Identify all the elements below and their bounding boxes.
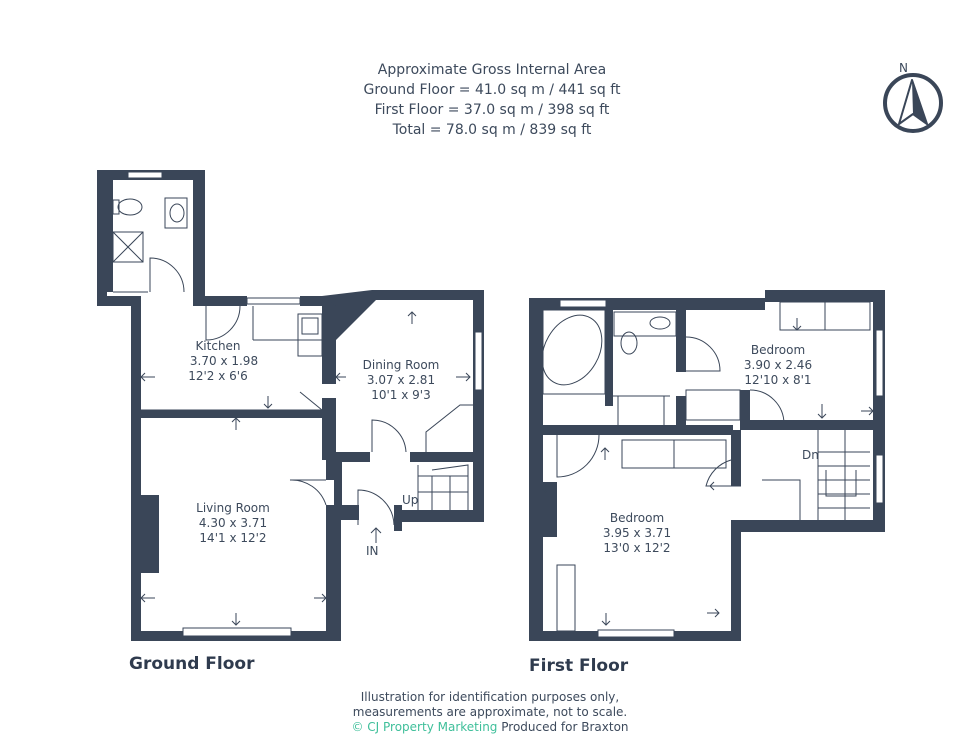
room-dining-name: Dining Room	[363, 358, 440, 372]
room-bedroom-2-imperial: 13'0 x 12'2	[603, 541, 670, 555]
footer-disclaimer-1: Illustration for identification purposes…	[360, 690, 620, 704]
footer-produced: Produced for Braxton	[501, 720, 629, 734]
area-first: First Floor = 37.0 sq m / 398 sq ft	[374, 102, 610, 118]
footer-disclaimer-2: measurements are approximate, not to sca…	[352, 705, 628, 719]
room-bedroom-1-metric: 3.90 x 2.46	[744, 358, 812, 372]
first-floor-label: First Floor	[529, 656, 629, 676]
footer-brand: © CJ Property Marketing	[351, 720, 498, 734]
room-bedroom-1-name: Bedroom	[751, 343, 805, 357]
room-living: Living Room 4.30 x 3.71 14'1 x 12'2	[196, 501, 270, 545]
ground-floor-label: Ground Floor	[129, 654, 255, 674]
room-dining: Dining Room 3.07 x 2.81 10'1 x 9'3	[363, 358, 440, 402]
ground-floor-plan	[97, 170, 484, 641]
room-kitchen-metric: 3.70 x 1.98	[190, 354, 258, 368]
area-ground: Ground Floor = 41.0 sq m / 441 sq ft	[363, 82, 621, 98]
footer-credit: © CJ Property Marketing Produced for Bra…	[290, 720, 690, 735]
room-kitchen-name: Kitchen	[195, 339, 240, 353]
compass-icon: N	[883, 61, 943, 133]
first-floor-plan	[529, 290, 885, 641]
room-kitchen: Kitchen 3.70 x 1.98 12'2 x 6'6	[188, 339, 258, 383]
room-dining-imperial: 10'1 x 9'3	[371, 388, 431, 402]
compass-label: N	[899, 61, 908, 75]
room-living-metric: 4.30 x 3.71	[199, 516, 267, 530]
room-bedroom-2: Bedroom 3.95 x 3.71 13'0 x 12'2	[603, 511, 671, 555]
room-living-imperial: 14'1 x 12'2	[199, 531, 266, 545]
room-bedroom-1: Bedroom 3.90 x 2.46 12'10 x 8'1	[744, 343, 812, 387]
entrance-label: IN	[366, 544, 379, 558]
footer: Illustration for identification purposes…	[290, 690, 690, 735]
room-bedroom-2-metric: 3.95 x 3.71	[603, 526, 671, 540]
area-total: Total = 78.0 sq m / 839 sq ft	[392, 122, 592, 138]
stairs-down-label: Dn	[802, 448, 819, 462]
room-dining-metric: 3.07 x 2.81	[367, 373, 435, 387]
area-summary: Approximate Gross Internal Area Ground F…	[292, 60, 692, 140]
room-bedroom-2-name: Bedroom	[610, 511, 664, 525]
room-living-name: Living Room	[196, 501, 270, 515]
room-bedroom-1-imperial: 12'10 x 8'1	[744, 373, 811, 387]
area-title: Approximate Gross Internal Area	[377, 62, 607, 78]
stairs-up-label: Up	[402, 493, 418, 507]
room-kitchen-imperial: 12'2 x 6'6	[188, 369, 248, 383]
